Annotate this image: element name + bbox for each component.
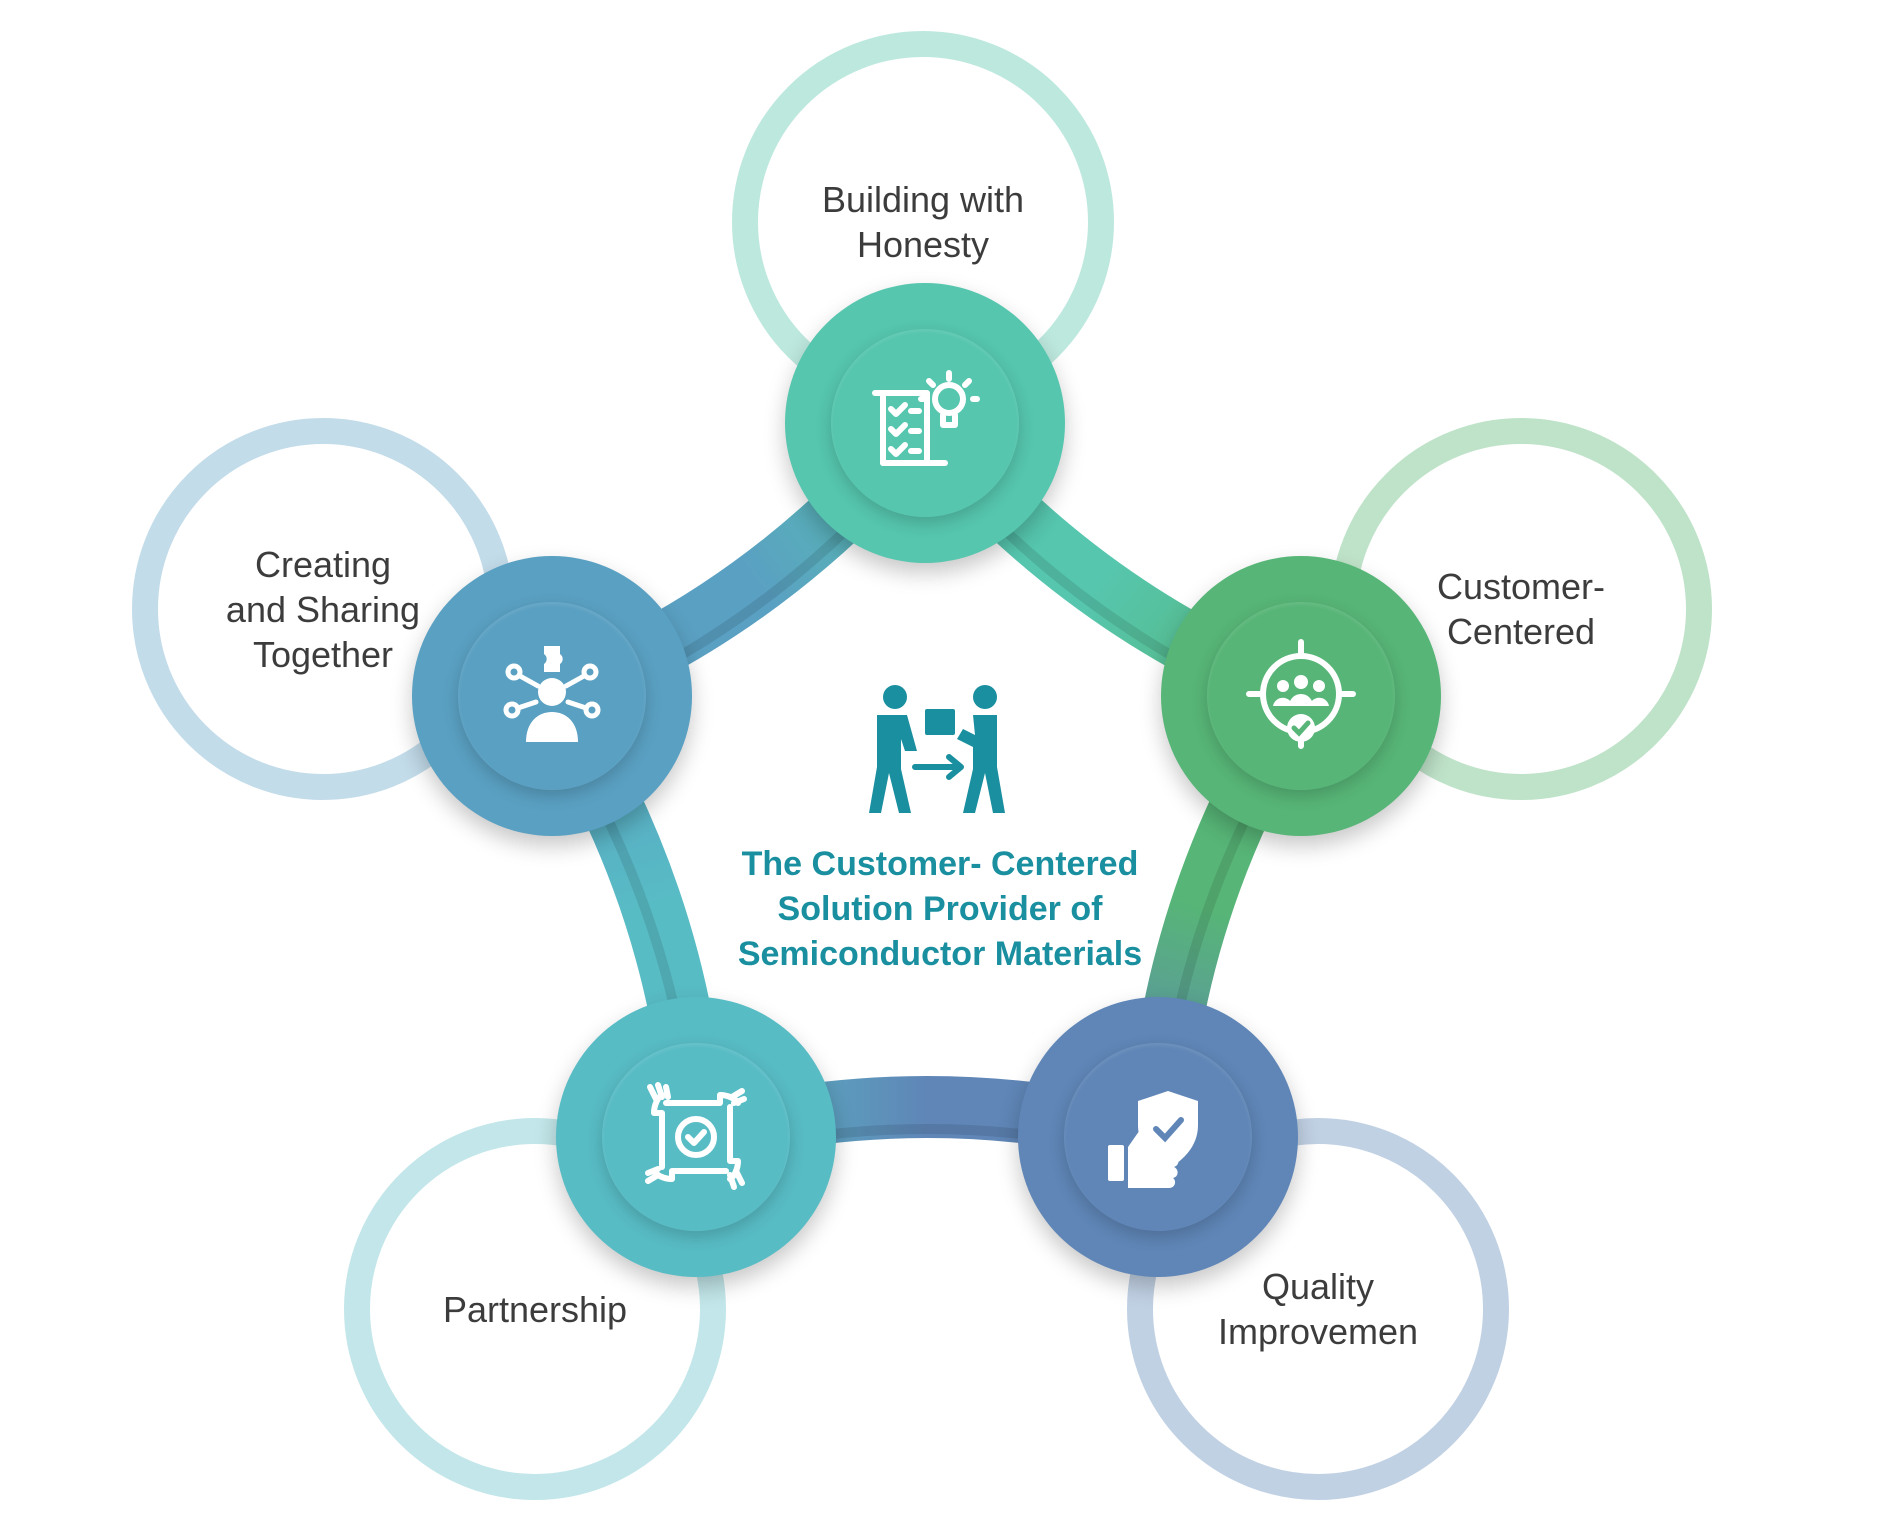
node-customer-centered (1161, 556, 1441, 836)
node-building-with-honesty (785, 283, 1065, 563)
node-inner-partnership (602, 1043, 790, 1231)
label-building-with-honesty: Building with Honesty (821, 179, 1025, 265)
label-creating-and-sharing: Creating and Sharing Together (225, 543, 421, 675)
node-inner-customer (1207, 602, 1395, 790)
node-inner-honesty (831, 329, 1019, 517)
two-people-exchange-icon (869, 685, 1005, 813)
label-partnership: Partnership (442, 1288, 628, 1330)
node-inner-sharing (458, 602, 646, 790)
center-title: The Customer- Centered Solution Provider… (737, 845, 1143, 973)
node-quality-improvement (1018, 997, 1298, 1277)
node-inner-quality (1064, 1043, 1252, 1231)
person-network-puzzle-icon (503, 646, 601, 742)
thumbs-up-shield-icon (1108, 1091, 1198, 1188)
label-customer-centered: Customer- Centered (1436, 566, 1606, 652)
node-partnership (556, 997, 836, 1277)
checklist-lightbulb-icon (872, 370, 980, 466)
node-creating-and-sharing (412, 556, 692, 836)
hands-circle-check-icon (645, 1082, 747, 1190)
label-quality-improvement: Quality Improvemen (1217, 1266, 1419, 1352)
target-group-check-icon (1246, 639, 1356, 749)
